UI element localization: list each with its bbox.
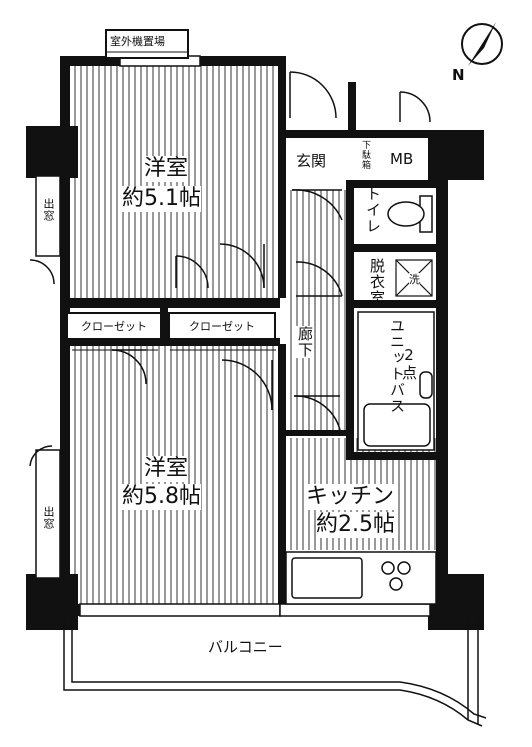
kitchen-counter bbox=[285, 551, 437, 605]
unit-bath-size-label: 2点 bbox=[400, 346, 418, 381]
hallway-label: 廊下 bbox=[296, 326, 314, 358]
entrance-floor bbox=[286, 138, 348, 184]
closet-2-label: クローゼット bbox=[168, 312, 276, 340]
washer-label: 洗 bbox=[409, 273, 420, 286]
unit-bath bbox=[357, 311, 435, 451]
western-room-2-name: 洋室 bbox=[144, 456, 189, 482]
hallway-floor bbox=[286, 190, 346, 430]
western-room-1-name: 洋室 bbox=[144, 156, 189, 182]
door-swings bbox=[29, 71, 431, 467]
entrance-label: 玄関 bbox=[296, 152, 327, 170]
western-room-2-size: 約5.8帖 bbox=[122, 484, 201, 510]
toilet-fixture bbox=[387, 195, 433, 233]
kitchen-name: キッチン bbox=[306, 484, 395, 510]
outdoor-unit-label-text: 室外機置場 bbox=[110, 35, 165, 48]
compass-label: N bbox=[452, 66, 465, 84]
unit-bath-label: ユニットバス bbox=[388, 318, 406, 414]
kitchen-size: 約2.5帖 bbox=[316, 512, 395, 538]
western-room-1-size: 約5.1帖 bbox=[122, 186, 201, 212]
compass-icon bbox=[461, 22, 503, 66]
interior-walls bbox=[70, 138, 436, 604]
shoe-box-label: 下駄箱 bbox=[360, 140, 370, 170]
balcony-label: バルコニー bbox=[208, 638, 283, 656]
dressing-label: 脱衣室 bbox=[368, 258, 386, 306]
window-1-label: 出窓 bbox=[42, 198, 55, 222]
mb-label: MB bbox=[390, 150, 414, 168]
toilet-label: トイレ bbox=[364, 186, 382, 234]
closet-1-label: クローゼット bbox=[66, 312, 162, 340]
pillars bbox=[26, 126, 484, 630]
western-room-1-floor bbox=[70, 66, 278, 298]
windows bbox=[35, 55, 431, 617]
window-2-label: 出窓 bbox=[42, 506, 55, 530]
balcony-outline bbox=[63, 616, 487, 727]
